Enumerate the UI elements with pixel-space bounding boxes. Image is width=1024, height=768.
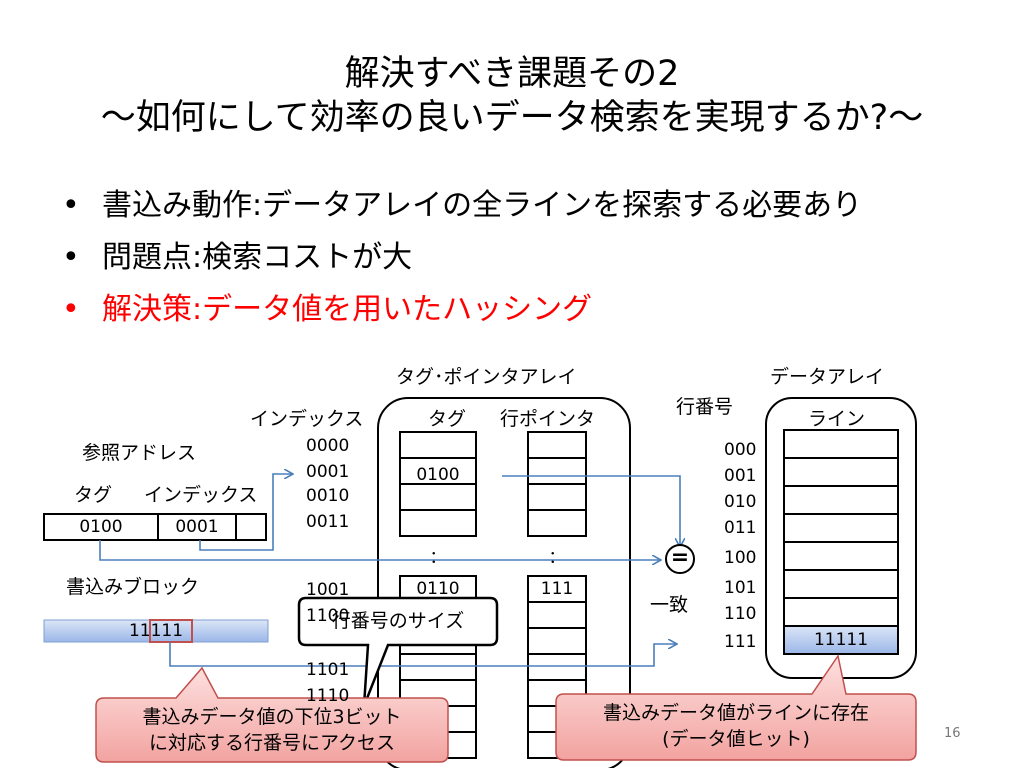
callout-row-size: 行番号のサイズ (331, 610, 465, 632)
match-label: 一致 (650, 594, 689, 616)
write-block-label: 書込みブロック (66, 576, 200, 598)
callout-lower3-shape (95, 666, 449, 763)
slide-title-line1: 解決すべき課題その2 (344, 54, 680, 94)
equals-icon: = (670, 545, 690, 570)
slide-title-line2: ～如何にして効率の良いデータ検索を実現するか?～ (100, 98, 924, 138)
index-value: 0000 (306, 436, 350, 456)
tag-cell-value-bottom: 0110 (416, 579, 460, 599)
tag-header: タグ (428, 408, 467, 430)
ellipsis-pointer: ： (548, 548, 566, 568)
line-label: ライン (808, 408, 866, 430)
row-number: 101 (724, 578, 757, 598)
row-number: 110 (724, 604, 757, 624)
lower3-bits-highlight (149, 619, 193, 643)
index-value: 0001 (306, 462, 350, 482)
tag-pointer-array-label: タグ･ポインタアレイ (396, 366, 577, 388)
tag-cell-value: 0100 (416, 465, 460, 485)
ref-tag-value: 0100 (79, 517, 123, 537)
arrow-tag-to-compare (99, 540, 660, 560)
row-number: 100 (724, 548, 757, 568)
arrow-stored-tag-to-compare (502, 475, 680, 546)
row-pointer-header: 行ポインタ (500, 408, 596, 430)
ref-index-value: 0001 (175, 517, 219, 537)
callout-hit-shape (555, 654, 917, 761)
ref-address-box (43, 513, 267, 541)
tag-column-top (399, 431, 477, 537)
write-block-value: 11111 (128, 621, 184, 641)
bullet-text: 解決策:データ値を用いたハッシング (102, 292, 593, 327)
ref-tag-label: タグ (74, 484, 113, 506)
data-array-label: データアレイ (770, 366, 885, 388)
ref-address-label: 参照アドレス (82, 442, 197, 464)
bullet-list: • 書込み動作:データアレイの全ラインを探索する必要あり • 問題点:検索コストが大… (62, 180, 862, 336)
index-value: 1100 (306, 606, 350, 626)
bullet-text: 書込み動作:データアレイの全ラインを探索する必要あり (102, 188, 863, 223)
tag-pointer-array-container (377, 397, 631, 768)
bullet-mark: • (62, 292, 80, 327)
arrow-index-to-row (199, 474, 292, 551)
row-number: 011 (724, 518, 757, 538)
pointer-column-top (527, 431, 587, 537)
page-number: 16 (944, 726, 961, 741)
bullet-mark: • (62, 240, 80, 275)
callout-hit: 書込みデータ値がラインに存在 (データ値ヒット) (602, 702, 869, 750)
row-number: 010 (724, 492, 757, 512)
ellipsis-tag: ： (429, 548, 447, 568)
pointer-cell-value-bottom: 111 (540, 579, 574, 599)
row-number: 111 (724, 632, 757, 652)
bullet-mark: • (62, 188, 80, 223)
callout-row-size-shape (297, 596, 499, 707)
bullet-text: 問題点:検索コストが大 (102, 240, 413, 275)
row-number-label: 行番号 (676, 396, 734, 418)
index-value: 1110 (306, 686, 350, 706)
index-value: 0010 (306, 486, 350, 506)
index-value: 1101 (306, 660, 350, 680)
callout-lower3: 書込みデータ値の下位3ビット に対応する行番号にアクセス (142, 706, 402, 754)
compare-circle (665, 544, 695, 574)
bullet-item: • 問題点:検索コストが大 (62, 232, 862, 284)
index-value: 1001 (306, 580, 350, 600)
data-line-value: 11111 (813, 630, 869, 650)
index-header: インデックス (250, 408, 364, 430)
ref-index-label: インデックス (144, 484, 258, 506)
data-array-lines (783, 429, 899, 627)
data-line-highlight (783, 625, 899, 655)
arrow-bits-to-row111 (169, 642, 676, 667)
row-number: 000 (724, 440, 757, 460)
bullet-item-solution: • 解決策:データ値を用いたハッシング (62, 284, 862, 336)
bullet-item: • 書込み動作:データアレイの全ラインを探索する必要あり (62, 180, 862, 232)
index-value: 0011 (306, 512, 350, 532)
row-number: 001 (724, 466, 757, 486)
